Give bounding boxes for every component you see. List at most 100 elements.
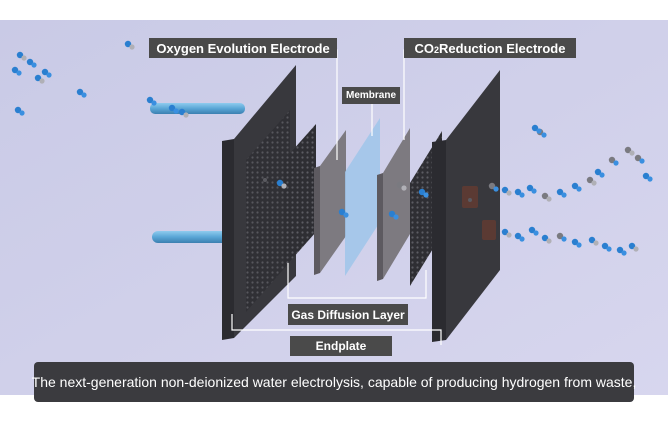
molecule-atom <box>606 246 612 252</box>
molecule-atom <box>586 176 594 184</box>
co2-reduction-electrode-side <box>377 173 383 281</box>
molecule-atom <box>519 236 525 242</box>
molecule-atom <box>501 228 509 236</box>
oxygen-evolution-electrode-label: Oxygen Evolution Electrode <box>149 38 337 58</box>
molecule-atom <box>531 124 539 132</box>
molecule-atom <box>178 108 186 116</box>
co2-reduction-electrode <box>383 128 410 279</box>
molecule-atom <box>396 181 404 189</box>
molecule-atom <box>514 232 522 240</box>
co2-label-subscript: 2 <box>434 45 440 55</box>
right-port-bottom <box>482 220 496 240</box>
left-endplate-bolt <box>263 178 267 182</box>
molecule-atom <box>16 51 24 59</box>
molecule-atom <box>173 108 179 114</box>
molecule-atom <box>599 172 605 178</box>
molecule-atom <box>608 156 616 164</box>
molecule-atom <box>571 182 579 190</box>
molecule-atom <box>594 168 602 176</box>
molecule-atom <box>546 238 552 244</box>
molecule-atom <box>639 158 645 164</box>
molecule-atom <box>21 55 27 61</box>
molecule-atom <box>281 183 287 189</box>
molecule-atom <box>629 150 635 156</box>
molecule-atom <box>616 246 624 254</box>
molecule-atom <box>514 188 522 196</box>
molecule-atom <box>533 230 539 236</box>
oxygen-evolution-electrode-side <box>314 166 320 275</box>
molecule-atom <box>41 68 49 76</box>
molecule-atom <box>561 192 567 198</box>
inlet-pipe-bottom <box>152 231 242 243</box>
molecule-atom <box>338 208 346 216</box>
molecule-atom <box>561 236 567 242</box>
co2-label-suffix: Reduction Electrode <box>439 40 566 56</box>
molecule-atom <box>129 44 135 50</box>
molecule-atom <box>506 232 512 238</box>
molecule-atom <box>39 78 45 84</box>
molecule-atom <box>26 58 34 66</box>
molecule-atom <box>528 226 536 234</box>
membrane <box>345 118 380 276</box>
endplate-leader <box>231 314 442 345</box>
molecule-atom <box>642 172 650 180</box>
molecule-atom <box>423 192 429 198</box>
molecule-atom <box>546 196 552 202</box>
molecule-atom <box>556 232 564 240</box>
molecule-atom <box>556 188 564 196</box>
left-endplate-side <box>222 139 234 340</box>
molecule-atom <box>401 185 407 191</box>
molecule-atom <box>531 188 537 194</box>
right-endplate-side <box>432 140 446 342</box>
molecule-atom <box>76 88 84 96</box>
molecule-atom <box>31 62 37 68</box>
molecule-atom <box>541 132 547 138</box>
molecule-atom <box>81 92 87 98</box>
molecule-atom <box>488 182 496 190</box>
molecule-atom <box>576 242 582 248</box>
molecule-atom <box>633 246 639 252</box>
caption-text: The next-generation non-deionized water … <box>31 374 637 390</box>
molecule-atom <box>418 188 426 196</box>
molecule-atom <box>501 186 509 194</box>
molecule-atom <box>541 234 549 242</box>
right-port-top <box>462 186 478 208</box>
molecule-atom <box>146 96 154 104</box>
molecule-cluster <box>11 40 653 256</box>
molecule-atom <box>576 186 582 192</box>
molecule-atom <box>591 180 597 186</box>
gas-diffusion-layer-label: Gas Diffusion Layer <box>288 304 408 325</box>
molecule-atom <box>183 112 189 118</box>
molecule-atom <box>621 250 627 256</box>
molecule-atom <box>168 104 176 112</box>
molecule-atom <box>634 154 642 162</box>
molecule-atom <box>19 110 25 116</box>
left-endplate-flow-field <box>246 110 290 312</box>
molecule-atom <box>601 242 609 250</box>
molecule-atom <box>343 212 349 218</box>
molecule-atom <box>388 210 396 218</box>
right-endplate-bolt <box>468 198 472 202</box>
molecule-atom <box>14 106 22 114</box>
molecule-atom <box>526 184 534 192</box>
molecule-atom <box>16 70 22 76</box>
molecule-atom <box>628 242 636 250</box>
membrane-label: Membrane <box>342 87 400 104</box>
molecule-atom <box>541 192 549 200</box>
molecule-atom <box>613 160 619 166</box>
co2-label-prefix: CO <box>414 40 435 56</box>
molecule-atom <box>593 240 599 246</box>
oxygen-evolution-electrode <box>320 130 346 273</box>
molecule-atom <box>588 236 596 244</box>
molecule-atom <box>34 74 42 82</box>
molecule-atom <box>393 214 399 220</box>
endplate-label: Endplate <box>290 336 392 356</box>
left-gas-diffusion-layer <box>284 124 316 268</box>
molecule-atom <box>536 128 542 134</box>
molecule-atom <box>11 66 19 74</box>
molecule-atom <box>519 192 525 198</box>
gdl-leader <box>287 263 427 299</box>
